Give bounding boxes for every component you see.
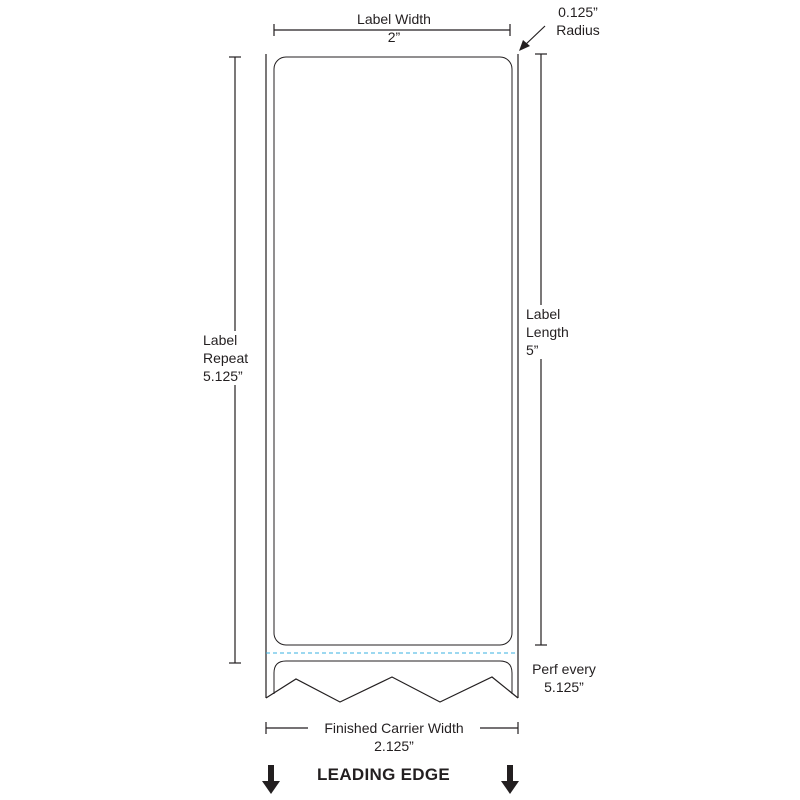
label-width-text: Label Width 2” xyxy=(343,10,445,46)
carrier-outline xyxy=(265,54,519,703)
label-length-title-2: Length xyxy=(526,324,569,340)
radius-value: 0.125” xyxy=(558,4,598,20)
radius-label: Radius xyxy=(556,22,600,38)
radius-text: 0.125” Radius xyxy=(546,3,610,39)
label-repeat-text: Label Repeat 5.125” xyxy=(201,331,251,385)
next-label-top xyxy=(273,660,513,694)
carrier-width-text: Finished Carrier Width 2.125” xyxy=(306,719,482,755)
perf-value: 5.125” xyxy=(544,679,584,695)
leading-edge-arrow-left-icon xyxy=(262,765,280,794)
carrier-width-title: Finished Carrier Width xyxy=(308,719,480,737)
label-length-title: Label xyxy=(526,306,561,322)
label-length-value: 5” xyxy=(526,342,539,358)
perf-label: Perf every xyxy=(532,661,596,677)
label-width-title: Label Width xyxy=(345,10,443,28)
label-repeat-value: 5.125” xyxy=(203,368,243,384)
label-length-text: Label Length 5” xyxy=(524,305,571,359)
perf-text: Perf every 5.125” xyxy=(520,660,608,696)
leading-edge-arrow-right-icon xyxy=(501,765,519,794)
leading-edge-text: LEADING EDGE xyxy=(317,765,451,784)
carrier-width-value: 2.125” xyxy=(374,738,414,754)
label-width-value: 2” xyxy=(387,29,401,45)
label-width-dimension xyxy=(273,24,511,36)
label-outline xyxy=(273,56,513,646)
label-repeat-title-2: Repeat xyxy=(203,350,249,366)
label-repeat-title: Label xyxy=(203,332,238,348)
radius-arrow xyxy=(519,25,546,51)
